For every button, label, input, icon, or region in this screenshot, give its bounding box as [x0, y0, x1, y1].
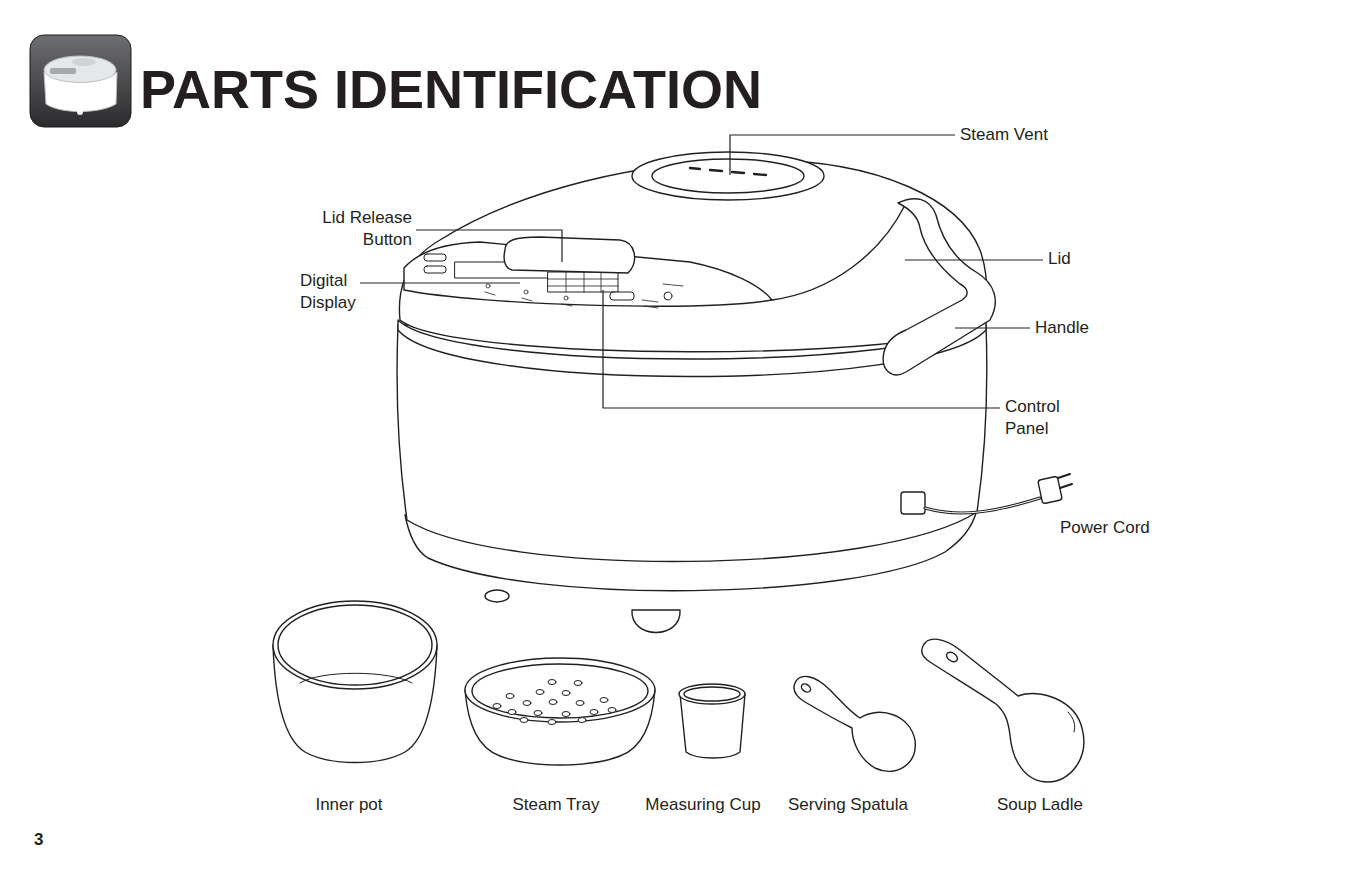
- measuring-cup: [679, 684, 745, 704]
- cooker-lid: [399, 160, 987, 352]
- part-name: Lid: [1048, 248, 1128, 270]
- display-keys: [548, 272, 618, 292]
- panel-button: [610, 292, 634, 300]
- page-title: PARTS IDENTIFICATION: [140, 62, 762, 116]
- part-name: Power Cord: [1060, 517, 1200, 539]
- steam-holes: [493, 680, 616, 725]
- leader-line: [360, 282, 520, 283]
- handle: [883, 199, 995, 375]
- spatula-hole: [800, 682, 812, 693]
- ladle-highlight: [1068, 712, 1075, 732]
- power-symbol: [664, 292, 672, 300]
- foot: [485, 590, 509, 602]
- accessory-name: Measuring Cup: [623, 794, 783, 816]
- accessory-name: Steam Tray: [476, 794, 636, 816]
- steam-vent: [652, 159, 804, 193]
- part-name: Control Panel: [1005, 396, 1069, 440]
- inner-pot: [278, 605, 432, 685]
- accessory-name: Inner pot: [269, 794, 429, 816]
- inner-pot: [273, 601, 437, 689]
- panel-button: [424, 266, 446, 273]
- power-cord: [925, 498, 1040, 513]
- leader-lines: [360, 135, 1043, 408]
- ladle-hole: [945, 650, 959, 663]
- cord-socket: [901, 492, 925, 514]
- steam-tray: [465, 658, 655, 722]
- part-name: Digital Display: [300, 270, 362, 314]
- leader-line: [955, 327, 1030, 328]
- part-name: Steam Vent: [960, 124, 1100, 146]
- leader-line: [905, 259, 1043, 260]
- lid-release-button: [504, 237, 634, 273]
- display-keys: [548, 272, 618, 292]
- part-name: Lid Release Button: [312, 207, 412, 251]
- panel-marks: [485, 284, 683, 308]
- lid-edge: [772, 205, 905, 300]
- accessory-name: Serving Spatula: [768, 794, 928, 816]
- plug: [1038, 476, 1063, 504]
- foot: [632, 610, 680, 633]
- inner-pot-line: [300, 673, 412, 683]
- accessory-name: Soup Ladle: [960, 794, 1120, 816]
- vent-slots: [690, 168, 766, 175]
- indicator-light: [564, 296, 568, 300]
- page-number: 3: [34, 829, 74, 851]
- indicator-light: [486, 284, 490, 288]
- leader-line: [603, 290, 1000, 408]
- serving-spatula: [794, 676, 915, 771]
- steam-tray: [472, 664, 648, 718]
- power-cord: [925, 498, 1040, 513]
- header-icon: [30, 35, 131, 127]
- part-name: Handle: [1035, 317, 1135, 339]
- plug-prongs: [1058, 474, 1072, 488]
- indicator-light: [524, 290, 528, 294]
- measuring-cup: [684, 687, 740, 701]
- panel-button: [424, 254, 446, 261]
- steam-vent: [632, 152, 824, 200]
- soup-ladle: [922, 639, 1084, 782]
- leader-line: [730, 135, 955, 175]
- leader-line: [416, 230, 562, 262]
